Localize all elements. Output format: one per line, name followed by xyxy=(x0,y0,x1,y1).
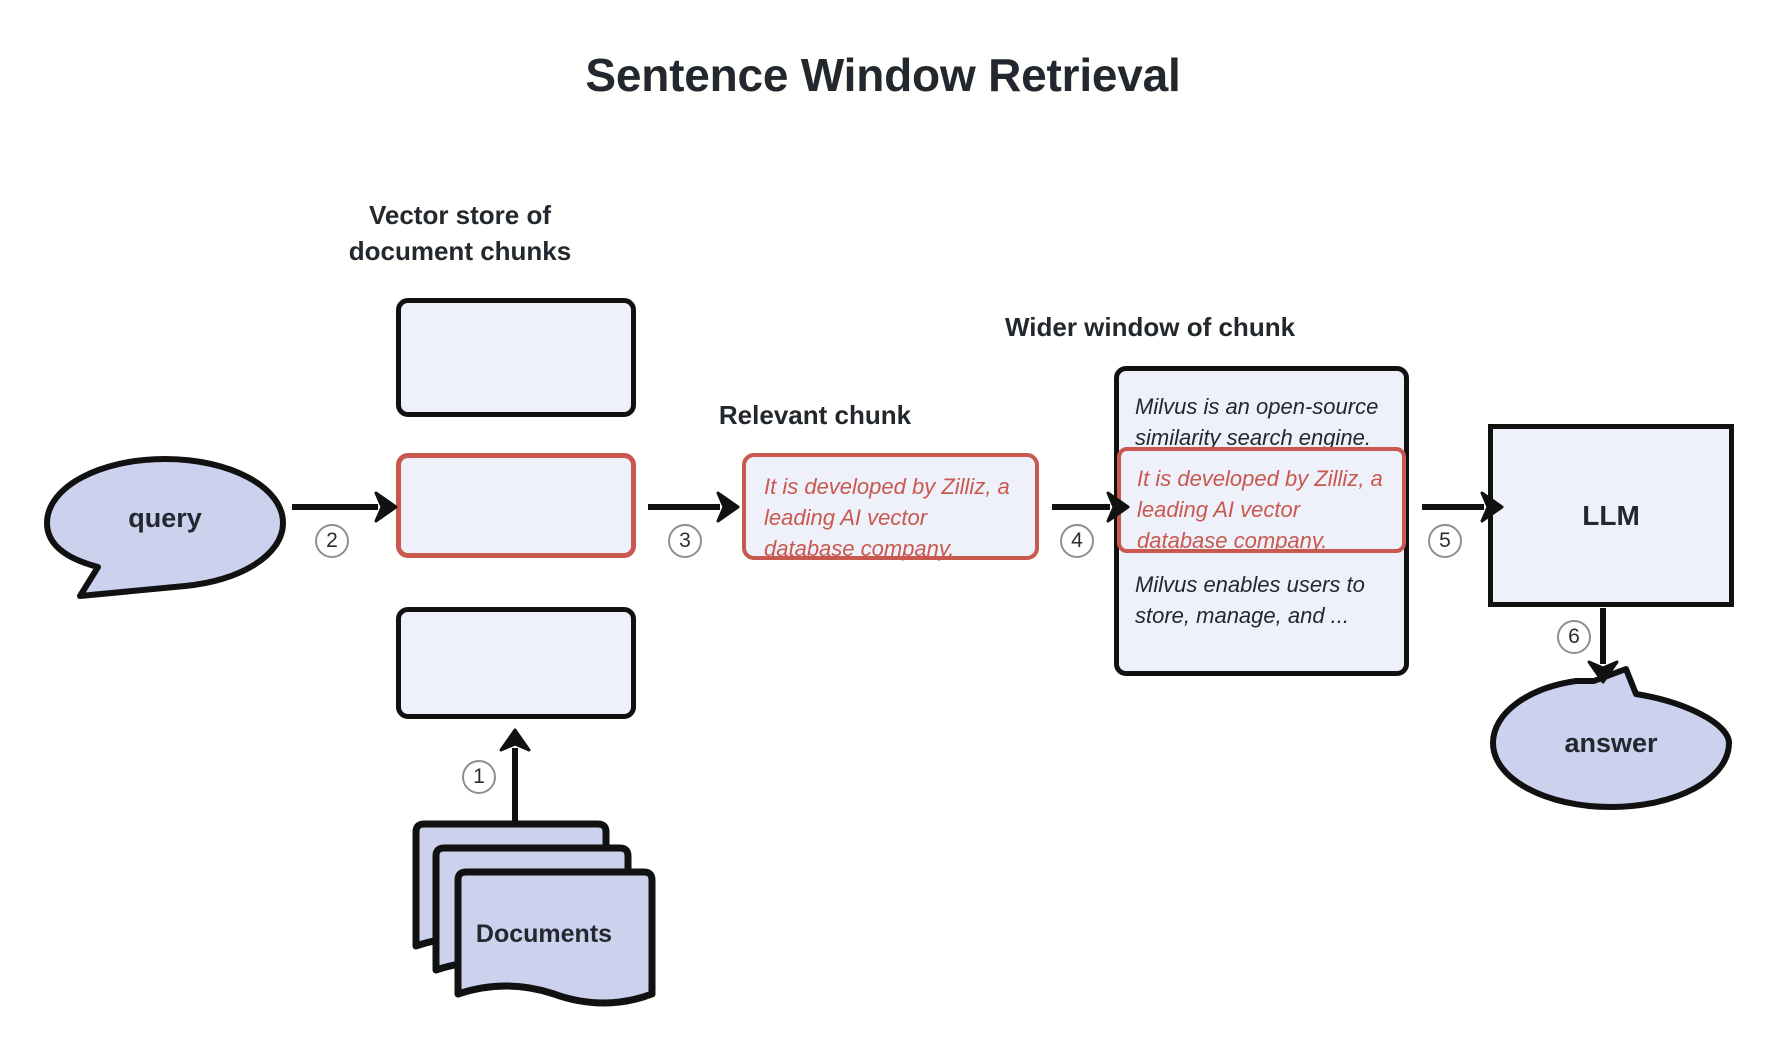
documents-shape xyxy=(412,820,656,1007)
wider-window-box[interactable]: Milvus is an open-source similarity sear… xyxy=(1114,366,1409,676)
vector-chunk-box-2-selected[interactable] xyxy=(396,453,636,558)
arrow-documents-to-store xyxy=(499,728,531,824)
wider-window-highlight-text[interactable]: It is developed by Zilliz, a leading AI … xyxy=(1117,447,1406,553)
step-circle-1: 1 xyxy=(462,760,496,794)
step-circle-3: 3 xyxy=(668,524,702,558)
caption-relevant-chunk: Relevant chunk xyxy=(718,400,912,430)
llm-label: LLM xyxy=(1582,499,1640,531)
arrow-store-to-relevant xyxy=(648,491,740,523)
step-circle-2: 2 xyxy=(315,524,349,558)
page-title: Sentence Window Retrieval xyxy=(585,49,1181,101)
llm-box[interactable]: LLM xyxy=(1488,424,1734,607)
answer-bubble: answer xyxy=(1486,666,1736,811)
arrow-window-to-llm xyxy=(1422,491,1504,523)
answer-bubble-shape xyxy=(1490,666,1732,810)
arrow-relevant-to-window xyxy=(1052,491,1130,523)
query-bubble-shape xyxy=(44,456,286,599)
vector-chunk-box-3[interactable] xyxy=(396,607,636,719)
caption-wider-window: Wider window of chunk xyxy=(1004,312,1296,342)
wider-window-before-text: Milvus is an open-source similarity sear… xyxy=(1135,394,1379,451)
documents-stack[interactable]: Documents xyxy=(408,818,680,1010)
wider-window-after-text: Milvus enables users to store, manage, a… xyxy=(1135,572,1365,629)
relevant-chunk-text: It is developed by Zilliz, a leading AI … xyxy=(764,474,1010,562)
query-bubble: query xyxy=(40,455,290,600)
relevant-chunk-box[interactable]: It is developed by Zilliz, a leading AI … xyxy=(742,453,1039,561)
vector-chunk-box-1[interactable] xyxy=(396,298,636,417)
step-circle-4: 4 xyxy=(1060,524,1094,558)
arrow-llm-to-answer xyxy=(1587,608,1619,684)
step-circle-5: 5 xyxy=(1428,524,1462,558)
caption-vector-store: Vector store of document chunks xyxy=(348,200,572,266)
step-circle-6: 6 xyxy=(1557,620,1591,654)
arrow-query-to-store xyxy=(292,491,398,523)
